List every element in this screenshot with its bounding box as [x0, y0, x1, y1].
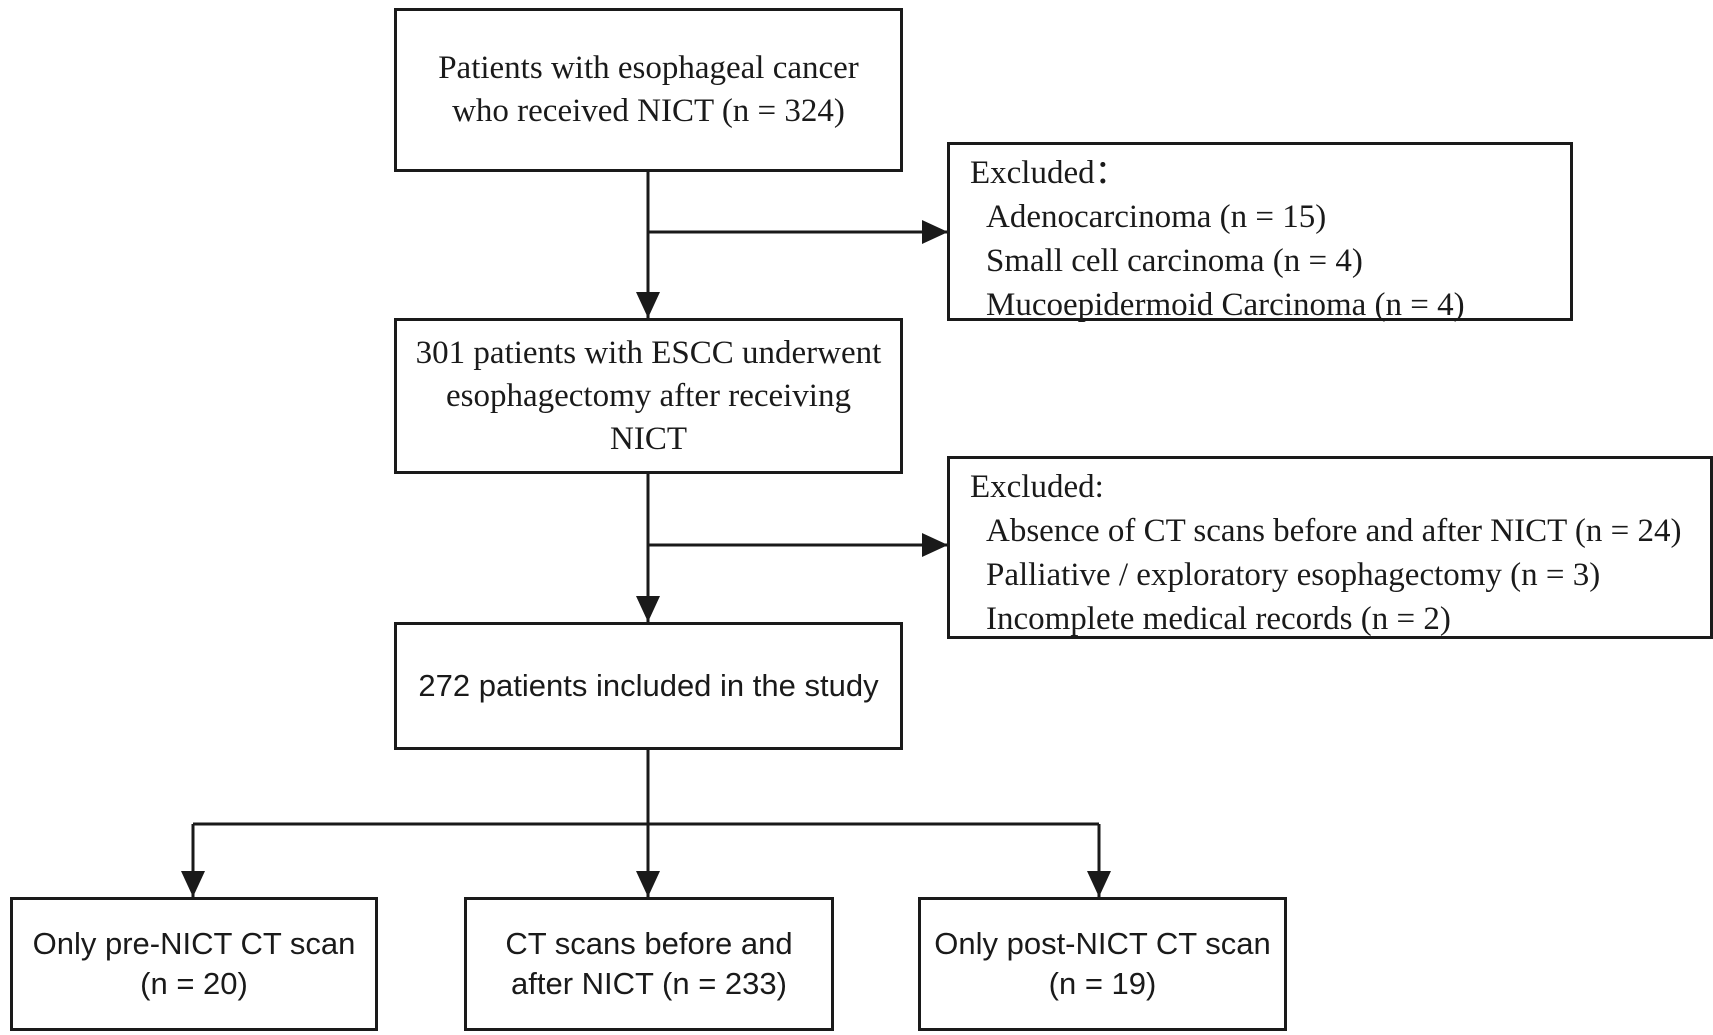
- exclusion-2-item: Incomplete medical records (n = 2): [986, 601, 1451, 637]
- exclusion-box-1: Excluded： Adenocarcinoma (n = 15) Small …: [947, 142, 1573, 323]
- arrowhead-exclusion-1: [922, 220, 948, 244]
- post-only-line-1: Only post-NICT CT scan: [934, 926, 1271, 961]
- arrowhead-included: [636, 596, 660, 622]
- included-line-1: 272 patients included in the study: [418, 668, 879, 703]
- exclusion-2-item: Palliative / exploratory esophagectomy (…: [986, 557, 1601, 593]
- both-line-2: after NICT (n = 233): [511, 966, 787, 1001]
- start-box: Patients with esophageal cancer who rece…: [394, 8, 903, 172]
- arrowhead-escc: [636, 292, 660, 318]
- start-line-2: who received NICT (n = 324): [452, 93, 845, 129]
- post-only-box: Only post-NICT CT scan (n = 19): [918, 897, 1287, 1031]
- arrowhead-both: [636, 871, 660, 897]
- arrowhead-pre-only: [181, 871, 205, 897]
- exclusion-box-2: Excluded: Absence of CT scans before and…: [947, 456, 1713, 639]
- both-box: CT scans before and after NICT (n = 233): [464, 897, 834, 1031]
- arrowheads: [181, 220, 1111, 897]
- escc-box: 301 patients with ESCC underwent esophag…: [394, 318, 903, 474]
- pre-only-box: Only pre-NICT CT scan (n = 20): [10, 897, 378, 1031]
- pre-only-line-2: (n = 20): [140, 966, 248, 1001]
- exclusion-1-heading: Excluded：: [970, 155, 1128, 191]
- start-line-1: Patients with esophageal cancer: [438, 50, 859, 86]
- escc-line-1: 301 patients with ESCC underwent: [415, 334, 882, 371]
- escc-line-3: NICT: [610, 420, 687, 457]
- exclusion-2-heading: Excluded:: [970, 469, 1104, 505]
- exclusion-1-item: Adenocarcinoma (n = 15): [986, 199, 1327, 235]
- exclusion-1-item: Mucoepidermoid Carcinoma (n = 4): [986, 287, 1465, 323]
- included-box: 272 patients included in the study: [394, 622, 903, 750]
- exclusion-2-item: Absence of CT scans before and after NIC…: [986, 513, 1682, 549]
- arrowhead-exclusion-2: [922, 533, 948, 557]
- both-line-1: CT scans before and: [505, 926, 793, 961]
- arrowhead-post-only: [1087, 871, 1111, 897]
- pre-only-line-1: Only pre-NICT CT scan: [32, 926, 356, 961]
- exclusion-1-item: Small cell carcinoma (n = 4): [986, 243, 1363, 279]
- post-only-line-2: (n = 19): [1048, 966, 1157, 1001]
- escc-line-2: esophagectomy after receiving: [446, 377, 851, 414]
